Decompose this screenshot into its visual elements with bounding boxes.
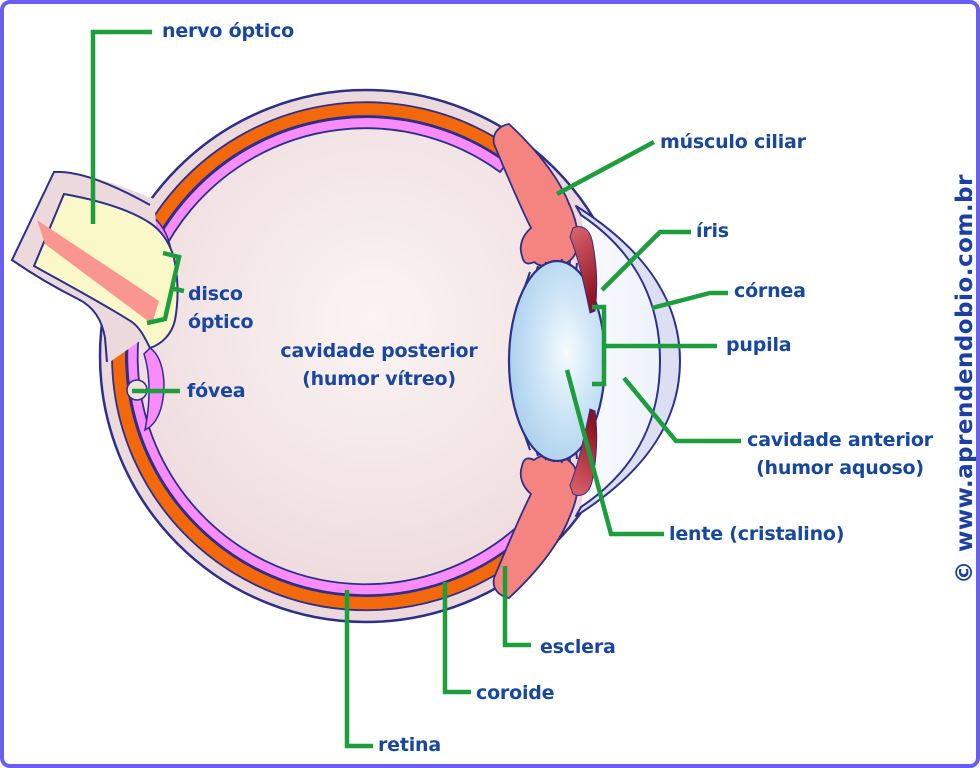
central-artery-stripe	[37, 220, 159, 324]
label-cornea: córnea	[734, 280, 806, 302]
cornea-pointer	[651, 290, 728, 311]
label-nervo-optico: nervo óptico	[162, 20, 295, 42]
ciliary-muscle-bottom	[492, 455, 579, 599]
label-disco-optico: disco óptico	[188, 280, 254, 336]
watermark-text: © www.aprendendobio.com.br	[952, 174, 978, 584]
label-musculo-ciliar: músculo ciliar	[660, 131, 806, 153]
label-iris: íris	[696, 220, 729, 242]
label-retina: retina	[378, 734, 441, 756]
label-pupila: pupila	[726, 334, 792, 356]
optic-nerve-sheath-outline	[10, 170, 151, 363]
ciliary-muscle-top	[492, 123, 579, 267]
label-cavidade-anterior: cavidade anterior (humor aquoso)	[730, 426, 950, 482]
anterior-cavity-aqueous	[581, 215, 660, 507]
cavidade-anterior-pointer	[622, 376, 741, 444]
iris-top	[569, 226, 598, 314]
label-fovea: fóvea	[187, 380, 246, 402]
label-cavidade-posterior-line2: (humor vítreo)	[302, 368, 456, 390]
esclera-pointer	[502, 566, 531, 648]
lente-pointer	[564, 369, 664, 537]
coroide-pointer	[442, 582, 471, 695]
nervo-optico-pointer	[90, 29, 152, 224]
iris-pointer	[600, 229, 691, 292]
posterior-cavity-vitreous	[138, 128, 594, 584]
label-lente-cristalino: lente (cristalino)	[669, 523, 845, 545]
retina-pointer	[344, 590, 373, 749]
label-disco-optico-line1: disco	[188, 283, 243, 305]
label-cavidade-anterior-line1: cavidade anterior	[747, 429, 933, 451]
label-cavidade-posterior: cavidade posterior (humor vítreo)	[269, 337, 489, 393]
iris-bottom	[569, 408, 598, 496]
label-esclera: esclera	[540, 636, 616, 658]
pointer-lines	[90, 29, 741, 749]
label-coroide: coroide	[476, 682, 555, 704]
label-disco-optico-line2: óptico	[188, 311, 254, 333]
disco-optico-bracket-tick	[169, 285, 185, 294]
eye-diagram-canvas	[10, 29, 741, 749]
musculo-ciliar-pointer	[555, 140, 656, 196]
label-cavidade-anterior-line2: (humor aquoso)	[756, 457, 924, 479]
label-cavidade-posterior-line1: cavidade posterior	[280, 340, 478, 362]
